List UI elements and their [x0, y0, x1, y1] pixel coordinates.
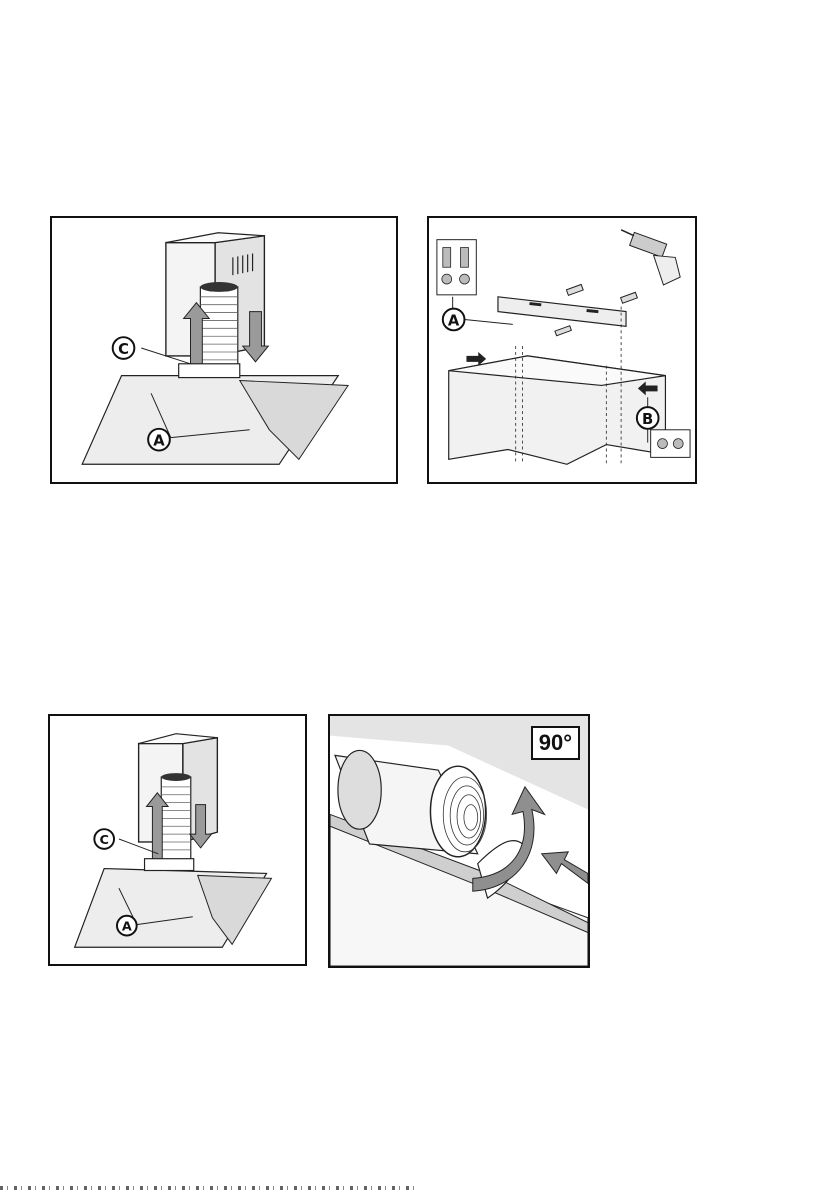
- rotation-angle-label: 90°: [531, 726, 580, 760]
- duct-top-opening: [200, 282, 237, 292]
- callout-label-c: C: [99, 833, 108, 848]
- push-arrow-icon: [542, 852, 588, 883]
- figure-chimney-duct-bottom: C A: [48, 714, 307, 966]
- flex-duct: [161, 777, 191, 861]
- callout-label-b: B: [642, 411, 653, 428]
- flex-duct: [200, 287, 237, 371]
- figure-chimney-duct-top: C A: [50, 216, 398, 484]
- duct-base-plate: [179, 364, 240, 378]
- callout-label-c: C: [118, 341, 129, 358]
- scan-artifact: [0, 1186, 420, 1190]
- callout-label-a: A: [122, 920, 132, 935]
- bracket-mounting-drawing: A B: [429, 218, 695, 482]
- screw-box-b: [651, 430, 690, 458]
- figure-bracket-mounting: A B: [427, 216, 697, 484]
- chimney-duct-drawing-small: C A: [50, 716, 305, 964]
- callout-label-a: A: [448, 312, 460, 329]
- mounting-bracket: [498, 297, 626, 327]
- chimney-duct-drawing: C A: [52, 218, 396, 482]
- figure-filter-rotation: 90°: [328, 714, 590, 968]
- drill-icon: [621, 230, 680, 285]
- callout-label-a: A: [153, 433, 165, 450]
